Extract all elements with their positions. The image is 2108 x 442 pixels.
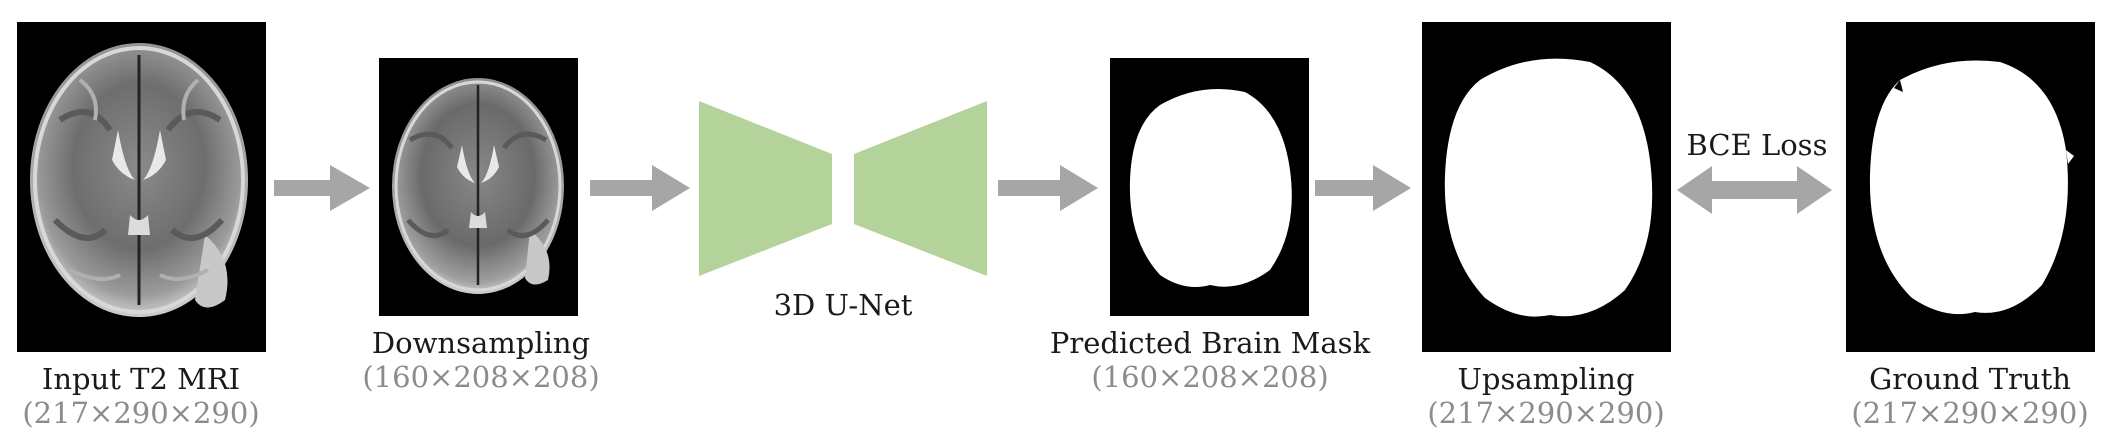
arrow-unet-to-prediction	[998, 165, 1098, 211]
input-dims: (217×290×290)	[22, 396, 260, 430]
unet-title: 3D U-Net	[773, 288, 913, 322]
upsampled-mask-image	[1422, 22, 1671, 352]
bce-loss-double-arrow	[1677, 166, 1832, 214]
prediction-title: Predicted Brain Mask	[1049, 326, 1371, 360]
ground-truth-mask-image	[1846, 22, 2095, 352]
predicted-mask-image	[1110, 58, 1309, 316]
loss-label: BCE Loss	[1686, 128, 1828, 162]
ground-truth-dims: (217×290×290)	[1851, 396, 2089, 430]
arrow-downsampling-to-unet	[590, 165, 690, 211]
upsampling-dims: (217×290×290)	[1427, 396, 1665, 430]
input-title: Input T2 MRI	[41, 362, 241, 396]
downsampling-title: Downsampling	[371, 326, 591, 360]
ground-truth-title: Ground Truth	[1869, 362, 2071, 396]
unet-block	[699, 101, 987, 276]
prediction-dims: (160×208×208)	[1091, 360, 1329, 394]
downsampling-dims: (160×208×208)	[362, 360, 600, 394]
arrow-prediction-to-upsampling	[1315, 165, 1411, 211]
input-mri-image	[17, 22, 266, 352]
upsampling-title: Upsampling	[1457, 362, 1635, 396]
arrow-input-to-downsampling	[274, 165, 370, 211]
downsampled-mri-image	[379, 58, 578, 316]
